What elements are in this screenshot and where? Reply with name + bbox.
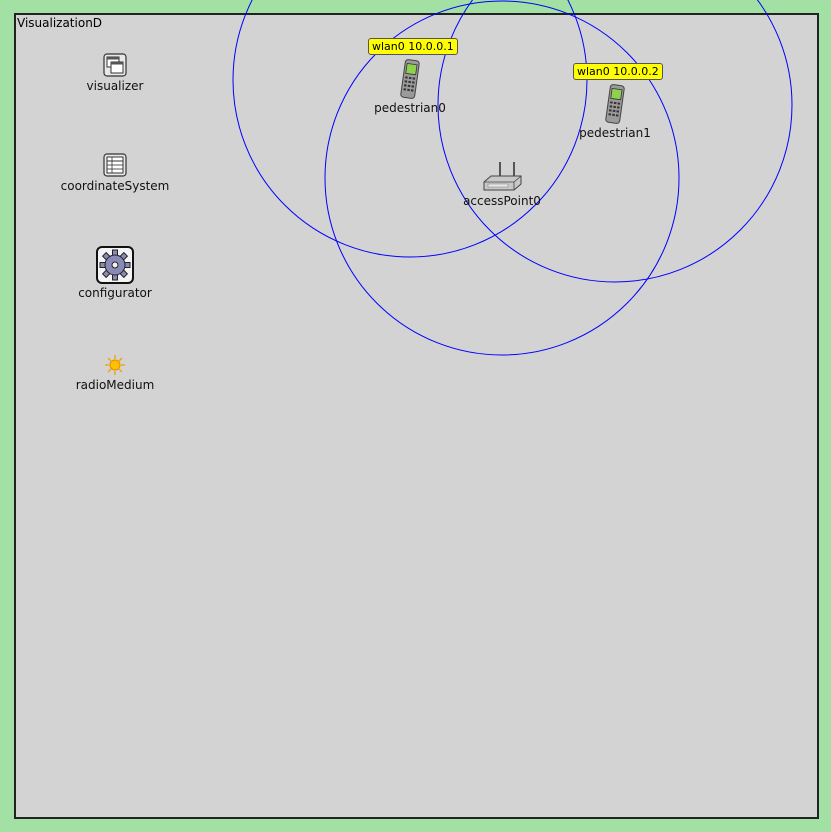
table-grid-icon <box>103 153 127 177</box>
module-label: visualizer <box>86 79 144 93</box>
module-label: coordinateSystem <box>60 179 170 193</box>
module-configurator[interactable]: configurator <box>55 246 175 300</box>
node-label: pedestrian1 <box>579 126 651 140</box>
module-radio-medium[interactable]: radioMedium <box>55 354 175 392</box>
node-label: accessPoint0 <box>463 194 541 208</box>
interface-label-pedestrian1: wlan0 10.0.0.2 <box>573 63 663 80</box>
network-title: VisualizationD <box>17 16 103 30</box>
node-pedestrian1[interactable]: pedestrian1 <box>555 84 675 140</box>
module-label: configurator <box>78 286 152 300</box>
module-label: radioMedium <box>75 378 155 392</box>
node-access-point0[interactable]: accessPoint0 <box>442 160 562 208</box>
interface-label-pedestrian0: wlan0 10.0.0.1 <box>368 38 458 55</box>
module-coordinate-system[interactable]: coordinateSystem <box>55 153 175 193</box>
sun-radio-icon <box>105 355 125 375</box>
module-visualizer[interactable]: visualizer <box>55 53 175 93</box>
wireless-router-icon <box>483 162 522 191</box>
cellphone-icon <box>400 59 420 99</box>
visualizer-window-icon <box>103 53 127 77</box>
node-pedestrian0[interactable]: pedestrian0 <box>350 59 470 115</box>
gear-icon <box>96 246 134 284</box>
node-label: pedestrian0 <box>374 101 446 115</box>
network-canvas[interactable] <box>14 13 819 819</box>
cellphone-icon <box>605 84 625 124</box>
